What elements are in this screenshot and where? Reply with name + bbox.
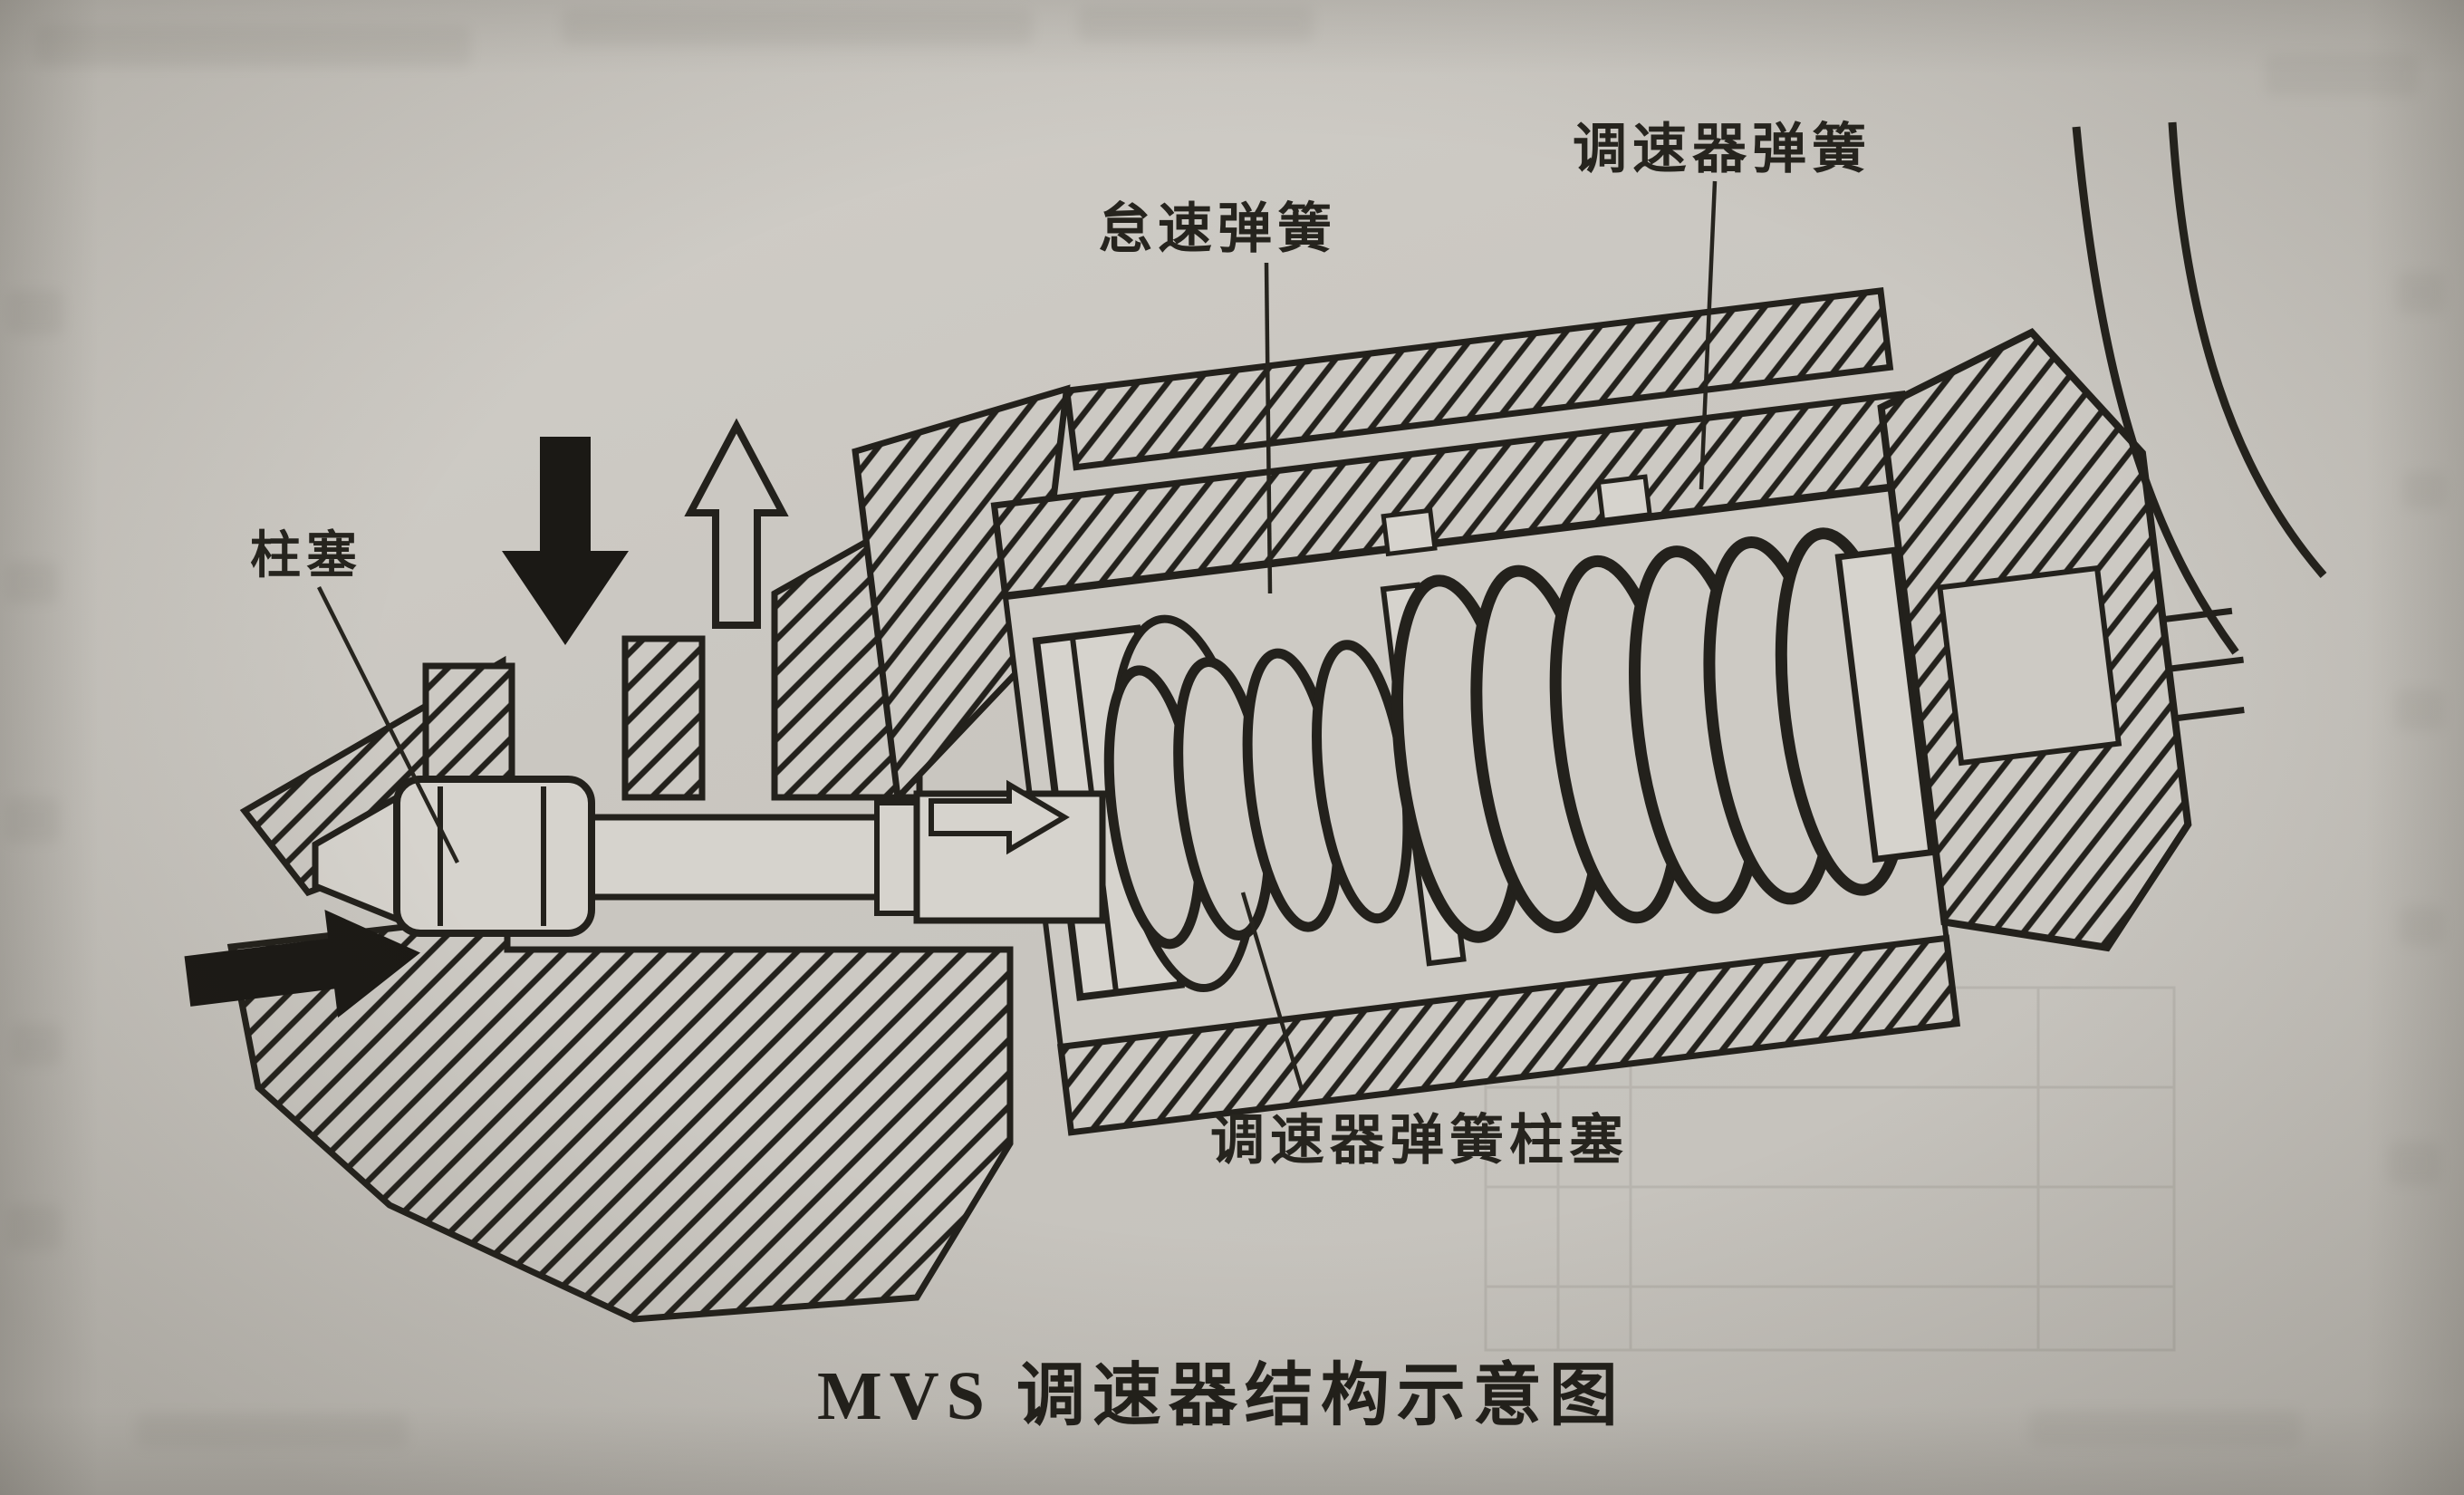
arrow-down-solid xyxy=(502,437,629,645)
governor-housing xyxy=(852,287,2245,1136)
bleedthrough-smudge xyxy=(2388,1142,2440,1185)
shaft-mid xyxy=(576,814,928,901)
spring-seat xyxy=(1834,546,1935,863)
leader-line-plunger xyxy=(316,585,460,864)
bleedthrough-smudge xyxy=(1078,5,1314,42)
bleedthrough-smudge xyxy=(2029,1410,2301,1446)
idle-spring xyxy=(1103,640,1413,950)
housing-tab-1 xyxy=(1381,507,1438,557)
label-plunger: 柱塞 xyxy=(250,526,362,584)
shaft-coupling-ring xyxy=(874,800,923,916)
bleedthrough-smudge xyxy=(7,1205,62,1250)
edge-curve xyxy=(2072,126,2239,655)
leader-lines xyxy=(316,180,1718,1094)
bleedthrough-smudge xyxy=(2397,272,2444,313)
arrow-inlet-solid xyxy=(184,910,420,1018)
leader-line-governor-spring xyxy=(1699,180,1718,490)
bleedthrough-smudge xyxy=(136,1413,408,1448)
arrow-up-outline xyxy=(684,418,789,629)
bleedthrough-smudge xyxy=(5,562,58,603)
bleedthrough-smudge xyxy=(36,25,471,67)
bleedthrough-smudge xyxy=(562,9,1033,45)
left-housing-block-b xyxy=(621,635,706,801)
right-end-cap-slot xyxy=(1937,564,2122,767)
freehand-edge-curves xyxy=(2072,121,2327,655)
bleedthrough-smudge xyxy=(5,797,60,843)
bleedthrough-smudge xyxy=(11,1024,62,1066)
bleedthrough-smudge xyxy=(7,290,63,335)
flow-arrows xyxy=(184,418,789,1018)
housing-tab-2 xyxy=(1595,474,1652,523)
housing-bottom-wall xyxy=(1057,934,1961,1136)
label-governor-spring: 调速器弹簧 xyxy=(1573,119,1872,179)
left-housing-block-a xyxy=(422,662,515,801)
leader-line-idle-spring xyxy=(1264,262,1273,594)
adjuster-screw-lines xyxy=(2162,607,2245,722)
bleedthrough-smudge xyxy=(2395,689,2444,730)
bleedthrough-smudge xyxy=(2265,54,2419,96)
leader-line-governor-spring-plunger xyxy=(1240,892,1305,1094)
housing-top-outer-wall xyxy=(1063,287,1894,471)
label-idle-spring: 怠速弹簧 xyxy=(1098,198,1337,259)
edge-curve xyxy=(2168,121,2327,578)
arrow-shaft-outline xyxy=(929,779,1070,855)
figure-caption: MVS 调速器结构示意图 xyxy=(817,1358,1625,1434)
bleedthrough-smudge xyxy=(2399,906,2444,946)
label-governor-spring-plunger: 调速器弹簧柱塞 xyxy=(1210,1110,1629,1171)
bleedthrough-smudge xyxy=(2402,471,2446,509)
plunger-assembly xyxy=(312,776,1106,937)
